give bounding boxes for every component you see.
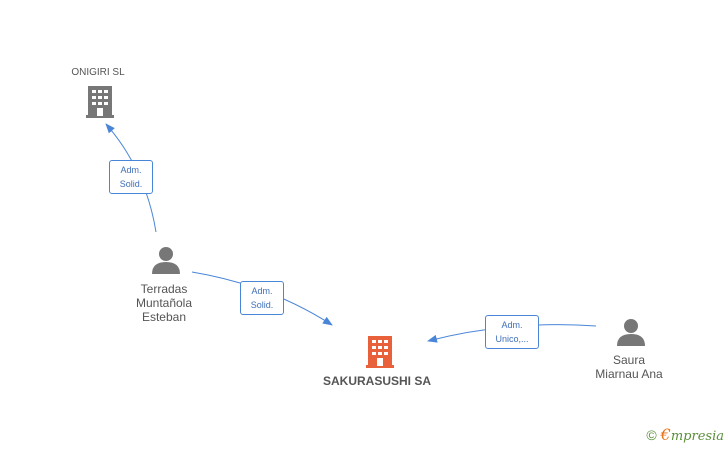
building-icon[interactable] [86,86,114,118]
brand-logo: €mpresia [660,425,724,444]
company-label-sakurasushi[interactable]: SAKURASUSHI SA [322,374,431,388]
person-icon[interactable] [617,319,645,346]
role-badge-saura-sakurasushi[interactable]: Adm. Unico,... [485,315,539,349]
brand-watermark: © €mpresia [646,425,724,444]
building-icon[interactable] [366,336,394,368]
person-label-terradas[interactable]: Terradas Muntañola Esteban [135,282,193,324]
company-label-onigiri[interactable]: ONIGIRI SL [71,67,125,78]
role-badge-terradas-onigiri[interactable]: Adm. Solid. [109,160,153,194]
person-label-saura[interactable]: Saura Miarnau Ana [595,353,663,381]
copyright-symbol: © [646,426,657,443]
person-icon[interactable] [152,247,180,274]
role-badge-terradas-sakurasushi[interactable]: Adm. Solid. [240,281,284,315]
